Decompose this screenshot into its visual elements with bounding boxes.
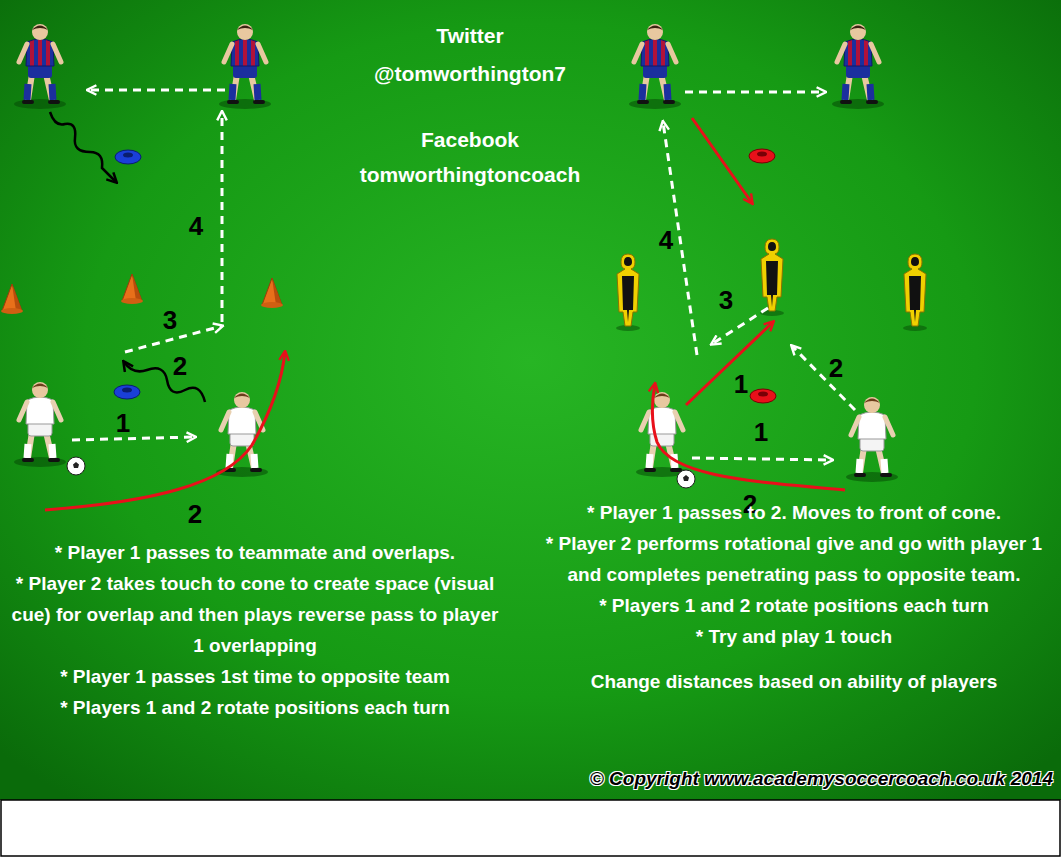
instruction-note: * Players 1 and 2 rotate positions each … bbox=[8, 692, 502, 723]
callout-number: 2 bbox=[829, 353, 843, 384]
callout-number: 3 bbox=[163, 305, 177, 336]
callout-number: 4 bbox=[659, 225, 673, 256]
callout-number: 3 bbox=[719, 285, 733, 316]
social-handle: tomworthingtoncoach bbox=[360, 163, 580, 187]
instruction-note: * Players 1 and 2 rotate positions each … bbox=[532, 590, 1056, 621]
social-handle: @tomworthington7 bbox=[374, 62, 566, 86]
callout-number: 2 bbox=[188, 499, 202, 530]
social-handle: Twitter bbox=[436, 24, 503, 48]
right-drill bbox=[616, 24, 927, 490]
instruction-note: * Player 1 passes to 2. Moves to front o… bbox=[532, 497, 1056, 528]
callout-number: 2 bbox=[173, 351, 187, 382]
instruction-note: * Try and play 1 touch bbox=[532, 621, 1056, 652]
instruction-note: * Player 2 takes touch to cone to create… bbox=[8, 568, 502, 661]
instruction-note: * Player 1 passes 1st time to opposite t… bbox=[8, 661, 502, 692]
callout-number: 1 bbox=[754, 417, 768, 448]
callout-number: 4 bbox=[189, 211, 203, 242]
instruction-note: * Player 1 passes to teammate and overla… bbox=[8, 537, 502, 568]
social-handle: Facebook bbox=[421, 128, 519, 152]
callout-number: 1 bbox=[116, 408, 130, 439]
callout-number: 1 bbox=[734, 369, 748, 400]
instruction-note: Change distances based on ability of pla… bbox=[532, 666, 1056, 697]
instruction-note: * Player 2 performs rotational give and … bbox=[532, 528, 1056, 590]
copyright-note: © Copyright www.academysoccercoach.co.uk… bbox=[590, 768, 1053, 790]
left-drill bbox=[1, 24, 285, 510]
